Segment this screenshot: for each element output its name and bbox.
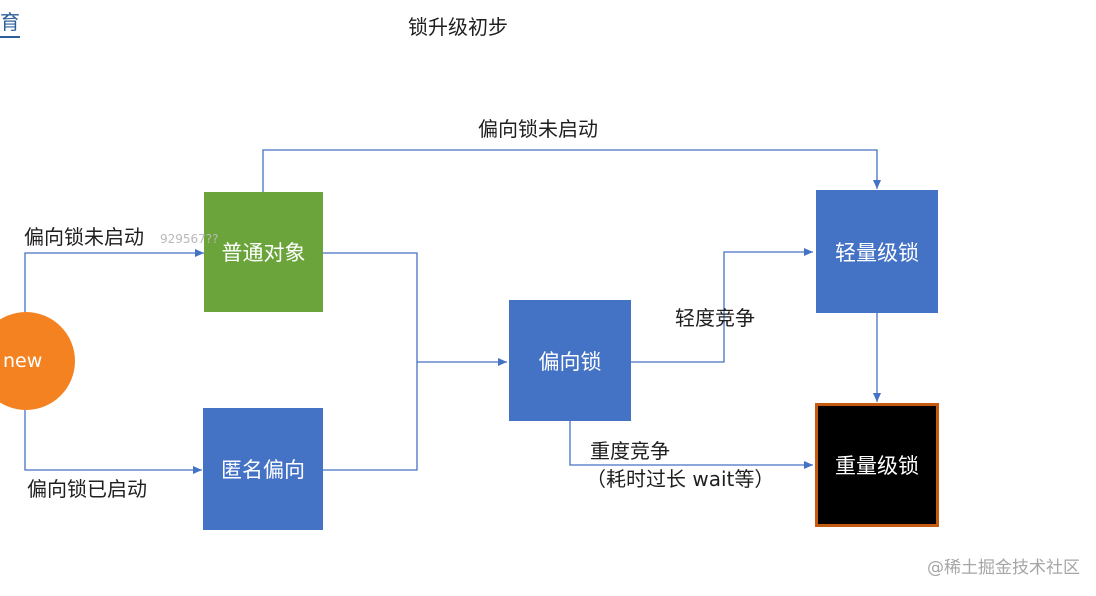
edge-biased-to-heavyweight	[569, 421, 813, 469]
edge-new-to-ordinary	[24, 249, 204, 312]
label-new-to-ordinary: 偏向锁未启动	[24, 225, 144, 249]
node-biased-lock-label: 偏向锁	[538, 349, 602, 374]
label-biased-to-heavyweight-line2: （耗时过长 wait等）	[586, 467, 775, 491]
edge-new-to-anonymous	[24, 410, 202, 474]
label-biased-to-heavyweight-line1: 重度竞争	[590, 439, 670, 463]
edge-ordinary-to-merge	[323, 252, 418, 362]
node-new-label: new	[3, 350, 43, 372]
node-new: new	[0, 312, 75, 410]
node-ordinary-object: 普通对象	[204, 192, 323, 312]
node-ordinary-object-label: 普通对象	[221, 241, 306, 265]
node-heavyweight-lock: 重量级锁	[815, 403, 939, 527]
edge-biased-to-lightweight	[631, 248, 813, 363]
node-biased-lock: 偏向锁	[509, 300, 631, 421]
node-lightweight-lock: 轻量级锁	[816, 190, 938, 313]
node-anonymous-biased-label: 匿名偏向	[221, 458, 305, 482]
page-title: 锁升级初步	[408, 15, 508, 39]
label-new-to-anonymous: 偏向锁已启动	[27, 477, 147, 501]
faint-overlay-id: 929567??	[160, 232, 219, 246]
label-biased-to-lightweight: 轻度竞争	[675, 306, 755, 330]
node-lightweight-lock-label: 轻量级锁	[835, 240, 919, 265]
node-anonymous-biased: 匿名偏向	[203, 408, 323, 530]
edge-ordinary-to-lightweight	[262, 149, 881, 192]
label-ordinary-to-lightweight: 偏向锁未启动	[478, 117, 598, 141]
corner-underline	[0, 36, 20, 38]
watermark-text: @稀土掘金技术社区	[927, 558, 1080, 578]
corner-label: 育	[0, 10, 20, 34]
node-heavyweight-lock-label: 重量级锁	[835, 454, 919, 478]
edge-anonymous-to-merge	[323, 362, 418, 471]
